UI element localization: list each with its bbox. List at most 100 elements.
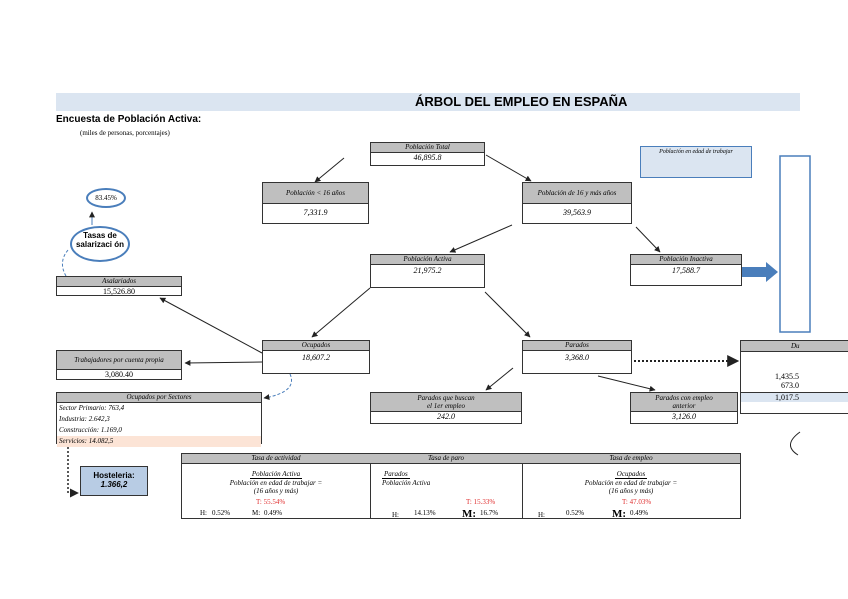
formula-numerator: Ocupados [614, 470, 648, 479]
node-label: Trabajadores por cuenta propia [57, 351, 181, 370]
tasa-actividad-cell: Tasa de actividad Población Activa Pobla… [182, 454, 371, 518]
sector-name: Sector Primario: [59, 404, 107, 412]
hosteleria-value: 1.366,2 [100, 480, 128, 489]
tasa-paro-hombres-label: H: [392, 511, 399, 519]
node-value: 242.0 [437, 412, 455, 421]
page-title: ÁRBOL DEL EMPLEO EN ESPAÑA [415, 94, 628, 109]
node-poblacion-menor-16: Población < 16 años 7,331.9 [262, 182, 369, 224]
node-label: Du [741, 341, 848, 352]
tasa-paro-hombres: 14.13% [414, 509, 436, 517]
node-parados: Parados 3,368.0 [522, 340, 632, 374]
tasa-actividad-total: T: 55.54% [256, 498, 286, 506]
node-label: Población Inactiva [631, 255, 741, 265]
formula-denominator: Población Activa [382, 479, 431, 487]
sector-row: Industria: 2.642,3 [57, 414, 261, 425]
sector-value: 2.642,3 [88, 415, 110, 423]
tasa-empleo-hombres: 0.52% [566, 509, 585, 517]
node-value: 21,975.2 [413, 266, 442, 275]
node-label-line2: el 1er empleo [426, 402, 466, 410]
table-tasas: Tasa de actividad Población Activa Pobla… [181, 453, 741, 520]
sector-name: Industria: [59, 415, 87, 423]
sector-row: Construcción: 1.169,0 [57, 425, 261, 436]
title-band [56, 93, 800, 111]
sectores-header: Ocupados por Sectores [57, 393, 261, 403]
tasa-actividad-formula: Población Activa Población en edad de tr… [182, 470, 370, 495]
node-value: 3,080.40 [105, 370, 133, 379]
table-ocupados-sectores: Ocupados por Sectores Sector Primario: 7… [56, 392, 262, 447]
formula-numerator: Población Activa [249, 470, 303, 479]
tasa-salarizacion-value: 83.45% [95, 194, 117, 202]
node-value: 46,895.8 [413, 153, 442, 162]
node-value: 18,607.2 [302, 353, 330, 362]
formula-denominator: Población en edad de trabajar [229, 479, 316, 487]
tasa-actividad-hombres-label: H: [200, 509, 207, 517]
node-poblacion-inactiva: Población Inactiva 17,588.7 [630, 254, 742, 286]
tasa-actividad-hombres: 0.52% [212, 509, 231, 517]
node-label: Población Total [371, 143, 484, 153]
tasa-paro-cell: Tasa de paro Parados Población Activa T:… [370, 454, 523, 520]
node-parados-empleo-anterior: Parados con empleo anterior 3,126.0 [630, 392, 738, 424]
node-cuenta-propia: Trabajadores por cuenta propia 3,080.40 [56, 350, 182, 380]
tasa-empleo-formula: Ocupados Población en edad de trabajar =… [522, 470, 740, 495]
node-value: 7,331.9 [303, 208, 328, 217]
formula-denominator: Población en edad de trabajar [584, 479, 671, 487]
tasas-salarizacion-label-bubble: Tasas de salarizaci ón [70, 226, 130, 262]
tasa-actividad-mujeres: 0.49% [264, 509, 283, 517]
node-asalariados: Asalariados 15,526.80 [56, 276, 182, 296]
du-value-3: 1,017.5 [775, 393, 799, 402]
sector-name: Servicios: [59, 437, 87, 445]
node-poblacion-activa: Población Activa 21,975.2 [370, 254, 485, 288]
node-label: Asalariados [57, 277, 181, 287]
tasa-empleo-mujeres-label: M: [612, 508, 627, 520]
node-du-partial: Du 1,435.5 673.0 1,017.5 [740, 340, 848, 414]
node-value: 15,526.80 [103, 287, 135, 296]
sector-name: Construcción: [59, 426, 100, 434]
callout-edad-trabajar: Población en edad de trabajar [640, 146, 752, 178]
formula-equals: = [317, 479, 323, 487]
du-value-1: 1,435.5 [775, 372, 799, 381]
hosteleria-label: Hosteleria: [93, 471, 135, 480]
formula-equals: = [672, 479, 678, 487]
node-label-line1: Parados que buscan [417, 394, 475, 402]
node-parados-primer-empleo: Parados que buscan el 1er empleo 242.0 [370, 392, 522, 424]
node-value: 3,126.0 [672, 412, 696, 421]
node-ocupados: Ocupados 18,607.2 [262, 340, 370, 374]
sector-row: Sector Primario: 763,4 [57, 403, 261, 414]
node-poblacion-total: Población Total 46,895.8 [370, 142, 485, 166]
node-label-line1: Parados con empleo [655, 394, 713, 402]
tasa-paro-total: T: 15.33% [466, 498, 496, 506]
node-label: Población < 16 años [263, 183, 368, 204]
tasa-actividad-header: Tasa de actividad [182, 454, 370, 464]
bubble-label: Tasas de salarizaci ón [75, 231, 125, 249]
node-label-line2: anterior [672, 402, 696, 410]
node-label: Población Activa [371, 255, 484, 265]
formula-numerator: Parados [382, 470, 410, 479]
arrow-right-icon [742, 262, 778, 282]
du-value-2: 673.0 [781, 381, 799, 390]
tasa-paro-formula: Parados Población Activa [370, 470, 522, 487]
node-label: Población de 16 y más años [523, 183, 631, 204]
sector-value: 1.169,0 [100, 426, 122, 434]
tasa-empleo-total: T: 47.03% [622, 498, 652, 506]
node-label: Ocupados [263, 341, 369, 351]
tasa-actividad-mujeres-label: M: [252, 509, 261, 517]
sector-row-highlight: Servicios: 14.082,5 [57, 436, 261, 447]
tasa-paro-mujeres-label: M: [462, 508, 477, 520]
node-value: 39,563.9 [563, 208, 591, 217]
hosteleria-box: Hosteleria: 1.366,2 [80, 466, 148, 496]
sector-value: 14.082,5 [88, 437, 114, 445]
formula-denominator-note: (16 años y más) [253, 487, 299, 495]
node-value: 17,588.7 [672, 266, 700, 275]
tasa-empleo-mujeres: 0.49% [630, 509, 649, 517]
tasa-paro-mujeres: 16.7% [480, 509, 499, 517]
node-value: 3,368.0 [565, 353, 589, 362]
tasa-empleo-cell: Tasa de empleo Ocupados Población en eda… [522, 454, 740, 520]
sector-value: 763,4 [108, 404, 125, 412]
tasa-empleo-hombres-label: H: [538, 511, 545, 519]
node-label: Parados [523, 341, 631, 351]
units-note: (miles de personas, porcentajes) [80, 129, 170, 137]
survey-subtitle: Encuesta de Población Activa: [56, 114, 202, 125]
tasa-paro-header: Tasa de paro [370, 454, 522, 464]
formula-denominator-note: (16 años y más) [608, 487, 654, 495]
